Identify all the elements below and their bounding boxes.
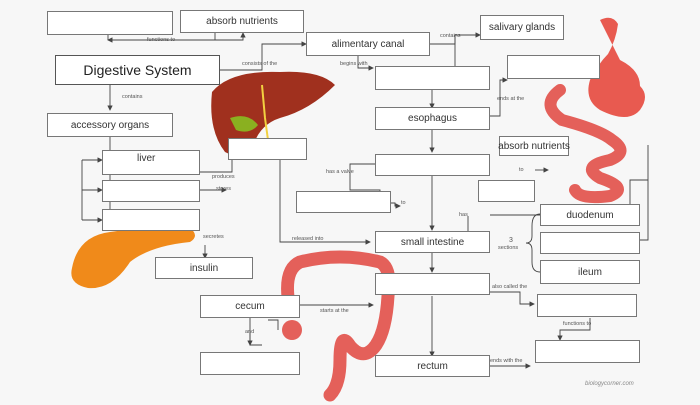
blank-box-stomach[interactable] [507, 55, 600, 79]
ends-with-label: ends with the [490, 358, 523, 364]
small-intestine-box[interactable]: small intestine [375, 231, 490, 253]
begins-with-label: begins with [340, 61, 368, 67]
contains-left-label: contains [122, 94, 143, 100]
and-label: and [245, 329, 255, 335]
blank-box-pancreas[interactable] [102, 209, 200, 231]
insulin-box[interactable]: insulin [155, 257, 253, 279]
contains-top-label: contains [440, 33, 461, 39]
has-label: has [459, 212, 468, 218]
accessory-organs-box[interactable]: accessory organs [47, 113, 173, 137]
blank-box-top-left[interactable] [47, 11, 173, 35]
to-right-label: to [519, 167, 524, 173]
produces-label: produces [212, 174, 235, 180]
blank-box-function[interactable] [535, 340, 640, 363]
salivary-glands-box[interactable]: salivary glands [480, 15, 564, 40]
rectum-box[interactable]: rectum [375, 355, 490, 377]
blank-box-gallbladder[interactable] [102, 180, 200, 202]
stores-label: stores [216, 186, 231, 192]
ileum-box[interactable]: ileum [540, 260, 640, 284]
digestive-system-title: Digestive System [55, 55, 220, 85]
absorb-nutrients-top-box[interactable]: absorb nutrients [180, 10, 304, 33]
sections-label: sections [498, 245, 519, 251]
blank-box-colon[interactable] [537, 294, 637, 317]
starts-at-label: starts at the [320, 308, 349, 314]
to-mid-label: to [401, 200, 406, 206]
three-label: 3 [509, 237, 513, 244]
blank-box-large-intestine[interactable] [478, 180, 535, 202]
ends-at-the-label: ends at the [497, 96, 525, 102]
secretes-label: secretes [203, 234, 224, 240]
released-into-label: released into [292, 236, 324, 242]
has-a-valve-label: has a valve [326, 169, 354, 175]
consists-of-label: consists of the [242, 61, 278, 67]
liver-box[interactable]: liver [102, 150, 200, 175]
esophagus-box[interactable]: esophagus [375, 107, 490, 130]
blank-box-stomach-output[interactable] [375, 154, 490, 176]
credit-text: biologycorner.com [585, 381, 634, 387]
blank-box-valve[interactable] [296, 191, 391, 213]
functions-to-label: functions to [147, 37, 176, 43]
functions-to-right-label: functions to [563, 321, 592, 327]
alimentary-canal-box[interactable]: alimentary canal [306, 32, 430, 56]
blank-box-large-intestine-main[interactable] [375, 273, 490, 295]
blank-box-jejunum[interactable] [540, 232, 640, 254]
blank-box-mouth[interactable] [375, 66, 490, 90]
blank-box-appendix[interactable] [200, 352, 300, 375]
duodenum-box[interactable]: duodenum [540, 204, 640, 226]
absorb-nutrients-right-box[interactable]: absorb nutrients [498, 136, 570, 156]
also-called-label: also called the [492, 284, 528, 290]
blank-box-bile[interactable] [228, 138, 307, 160]
cecum-box[interactable]: cecum [200, 295, 300, 318]
